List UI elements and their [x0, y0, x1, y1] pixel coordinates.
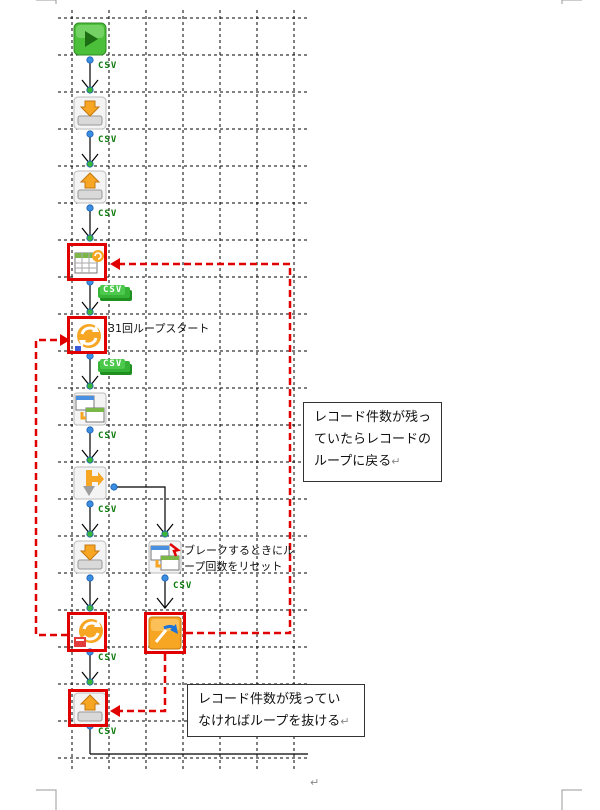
file-read-icon[interactable]	[73, 540, 107, 574]
return-mark-icon: ↵	[340, 715, 350, 728]
loop-end-icon[interactable]	[72, 615, 106, 649]
csv-label: CSV	[98, 135, 118, 145]
highlight-frame	[67, 612, 107, 652]
csv-label: CSV	[100, 359, 126, 369]
connectors	[89, 60, 308, 755]
callout-line: ていたらレコードの	[314, 432, 432, 447]
break-label-line2: ープ回数をリセット	[184, 560, 283, 573]
loop-arrow-heads	[60, 258, 120, 717]
csv-label: CSV	[100, 285, 126, 295]
callout-line-text: ループに戻る	[314, 454, 392, 469]
file-write-icon[interactable]	[73, 170, 107, 204]
break-label-line1: ブレークするときにル	[184, 544, 294, 557]
csv-label: CSV	[98, 209, 118, 219]
callout-line: ループに戻る↵	[314, 451, 435, 473]
callout-line: レコード件数が残っ	[314, 410, 432, 425]
highlight-frame	[144, 612, 186, 654]
csv-stack-badge: CSV	[96, 284, 136, 304]
loop-start-icon[interactable]	[72, 319, 106, 353]
grid	[58, 10, 308, 770]
callout-line: なければループを抜ける↵	[198, 711, 358, 733]
file-write-icon[interactable]	[73, 692, 107, 726]
page-corner-marks	[36, 0, 582, 810]
reset-counter-icon[interactable]	[148, 540, 182, 574]
loop-return-arrows	[34, 262, 292, 713]
callout-line: レコード件数が残ってい	[198, 692, 341, 707]
return-mark-icon: ↵	[391, 455, 401, 468]
record-loop-icon[interactable]	[72, 246, 106, 280]
csv-label: CSV	[98, 727, 118, 737]
branch-icon[interactable]	[73, 466, 107, 500]
highlight-frame	[67, 243, 107, 281]
break-icon[interactable]	[148, 616, 182, 650]
callout-line-text: なければループを抜ける	[198, 714, 341, 729]
start-icon[interactable]	[73, 22, 107, 56]
csv-label: CSV	[98, 653, 118, 663]
loop-start-label: 31回ループスタート	[108, 322, 210, 335]
file-read-icon[interactable]	[73, 96, 107, 130]
callout-return-to-loop: レコード件数が残っ ていたらレコードの ループに戻る↵	[303, 402, 442, 482]
csv-label: CSV	[98, 431, 118, 441]
paragraph-mark-icon: ↵	[310, 776, 320, 789]
csv-label: CSV	[98, 505, 118, 515]
csv-stack-badge: CSV	[96, 358, 136, 378]
callout-exit-loop: レコード件数が残ってい なければループを抜ける↵	[187, 684, 365, 737]
highlight-frame	[68, 689, 108, 727]
table-transform-icon[interactable]	[73, 392, 107, 426]
csv-label: CSV	[98, 61, 118, 71]
highlight-frame	[67, 316, 107, 354]
csv-label: CSV	[173, 581, 193, 591]
